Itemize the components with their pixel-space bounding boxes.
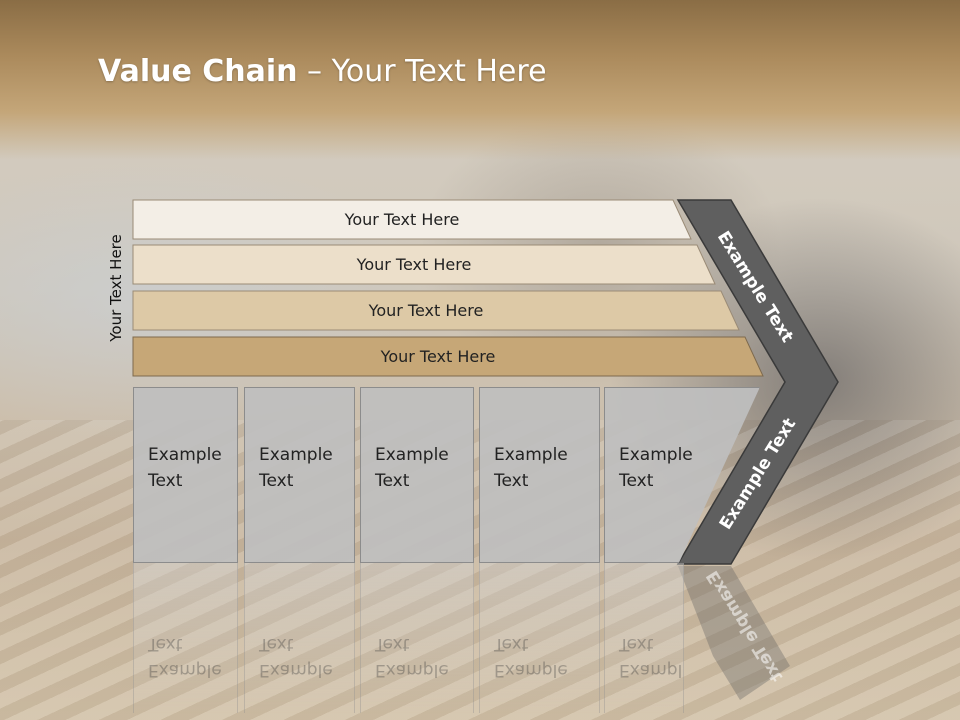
- slide-title-rest: – Your Text Here: [297, 54, 547, 89]
- cell-reflection-5-line1: Example: [619, 660, 683, 680]
- example-cell-3-line2: Text: [375, 471, 410, 491]
- cell-reflection-3: Example Text: [360, 563, 474, 713]
- example-cell-1-line1: Example: [148, 445, 222, 465]
- cell-reflection-3-line2: Text: [375, 634, 410, 654]
- chain-bar-1-label: Your Text Here: [344, 210, 460, 229]
- cell-reflection-1-line1: Example: [148, 660, 222, 680]
- chain-bar-2[interactable]: Your Text Here: [133, 245, 715, 284]
- chain-bar-4[interactable]: Your Text Here: [133, 337, 763, 376]
- example-cell-1-line2: Text: [148, 471, 183, 491]
- side-label: Your Text Here: [107, 234, 125, 342]
- title-band: [0, 0, 960, 160]
- cell-reflection-4-line2: Text: [494, 634, 529, 654]
- cell-reflection-3-line1: Example: [375, 660, 449, 680]
- cell-reflection-2: Example Text: [244, 563, 355, 713]
- chain-bar-1[interactable]: Your Text Here: [133, 200, 691, 239]
- slide-title-bold: Value Chain: [98, 54, 298, 89]
- cell-reflection-2-line2: Text: [259, 634, 294, 654]
- cell-reflection-4-line1: Example: [494, 660, 568, 680]
- cell-reflection-4: Example Text: [479, 563, 600, 713]
- example-cell-2-line1: Example: [259, 445, 333, 465]
- cell-reflection-5-line2: Text: [619, 634, 654, 654]
- example-cell-5-line2: Text: [619, 471, 654, 491]
- cell-reflection-1: Example Text: [133, 563, 238, 713]
- example-cell-3-line1: Example: [375, 445, 449, 465]
- cell-reflection-1-line2: Text: [148, 634, 183, 654]
- chain-bar-3[interactable]: Your Text Here: [133, 291, 739, 330]
- cell-reflection-2-line1: Example: [259, 660, 333, 680]
- chain-bar-2-label: Your Text Here: [356, 255, 472, 274]
- example-cell-4-line1: Example: [494, 445, 568, 465]
- chain-bar-4-label: Your Text Here: [380, 347, 496, 366]
- example-cell-5-line1: Example: [619, 445, 693, 465]
- example-cell-4-line2: Text: [494, 471, 529, 491]
- cell-reflection-5: Example Text: [604, 563, 684, 713]
- chain-bar-3-label: Your Text Here: [368, 301, 484, 320]
- slide-title: Value Chain – Your Text Here: [98, 54, 547, 89]
- example-cell-2-line2: Text: [259, 471, 294, 491]
